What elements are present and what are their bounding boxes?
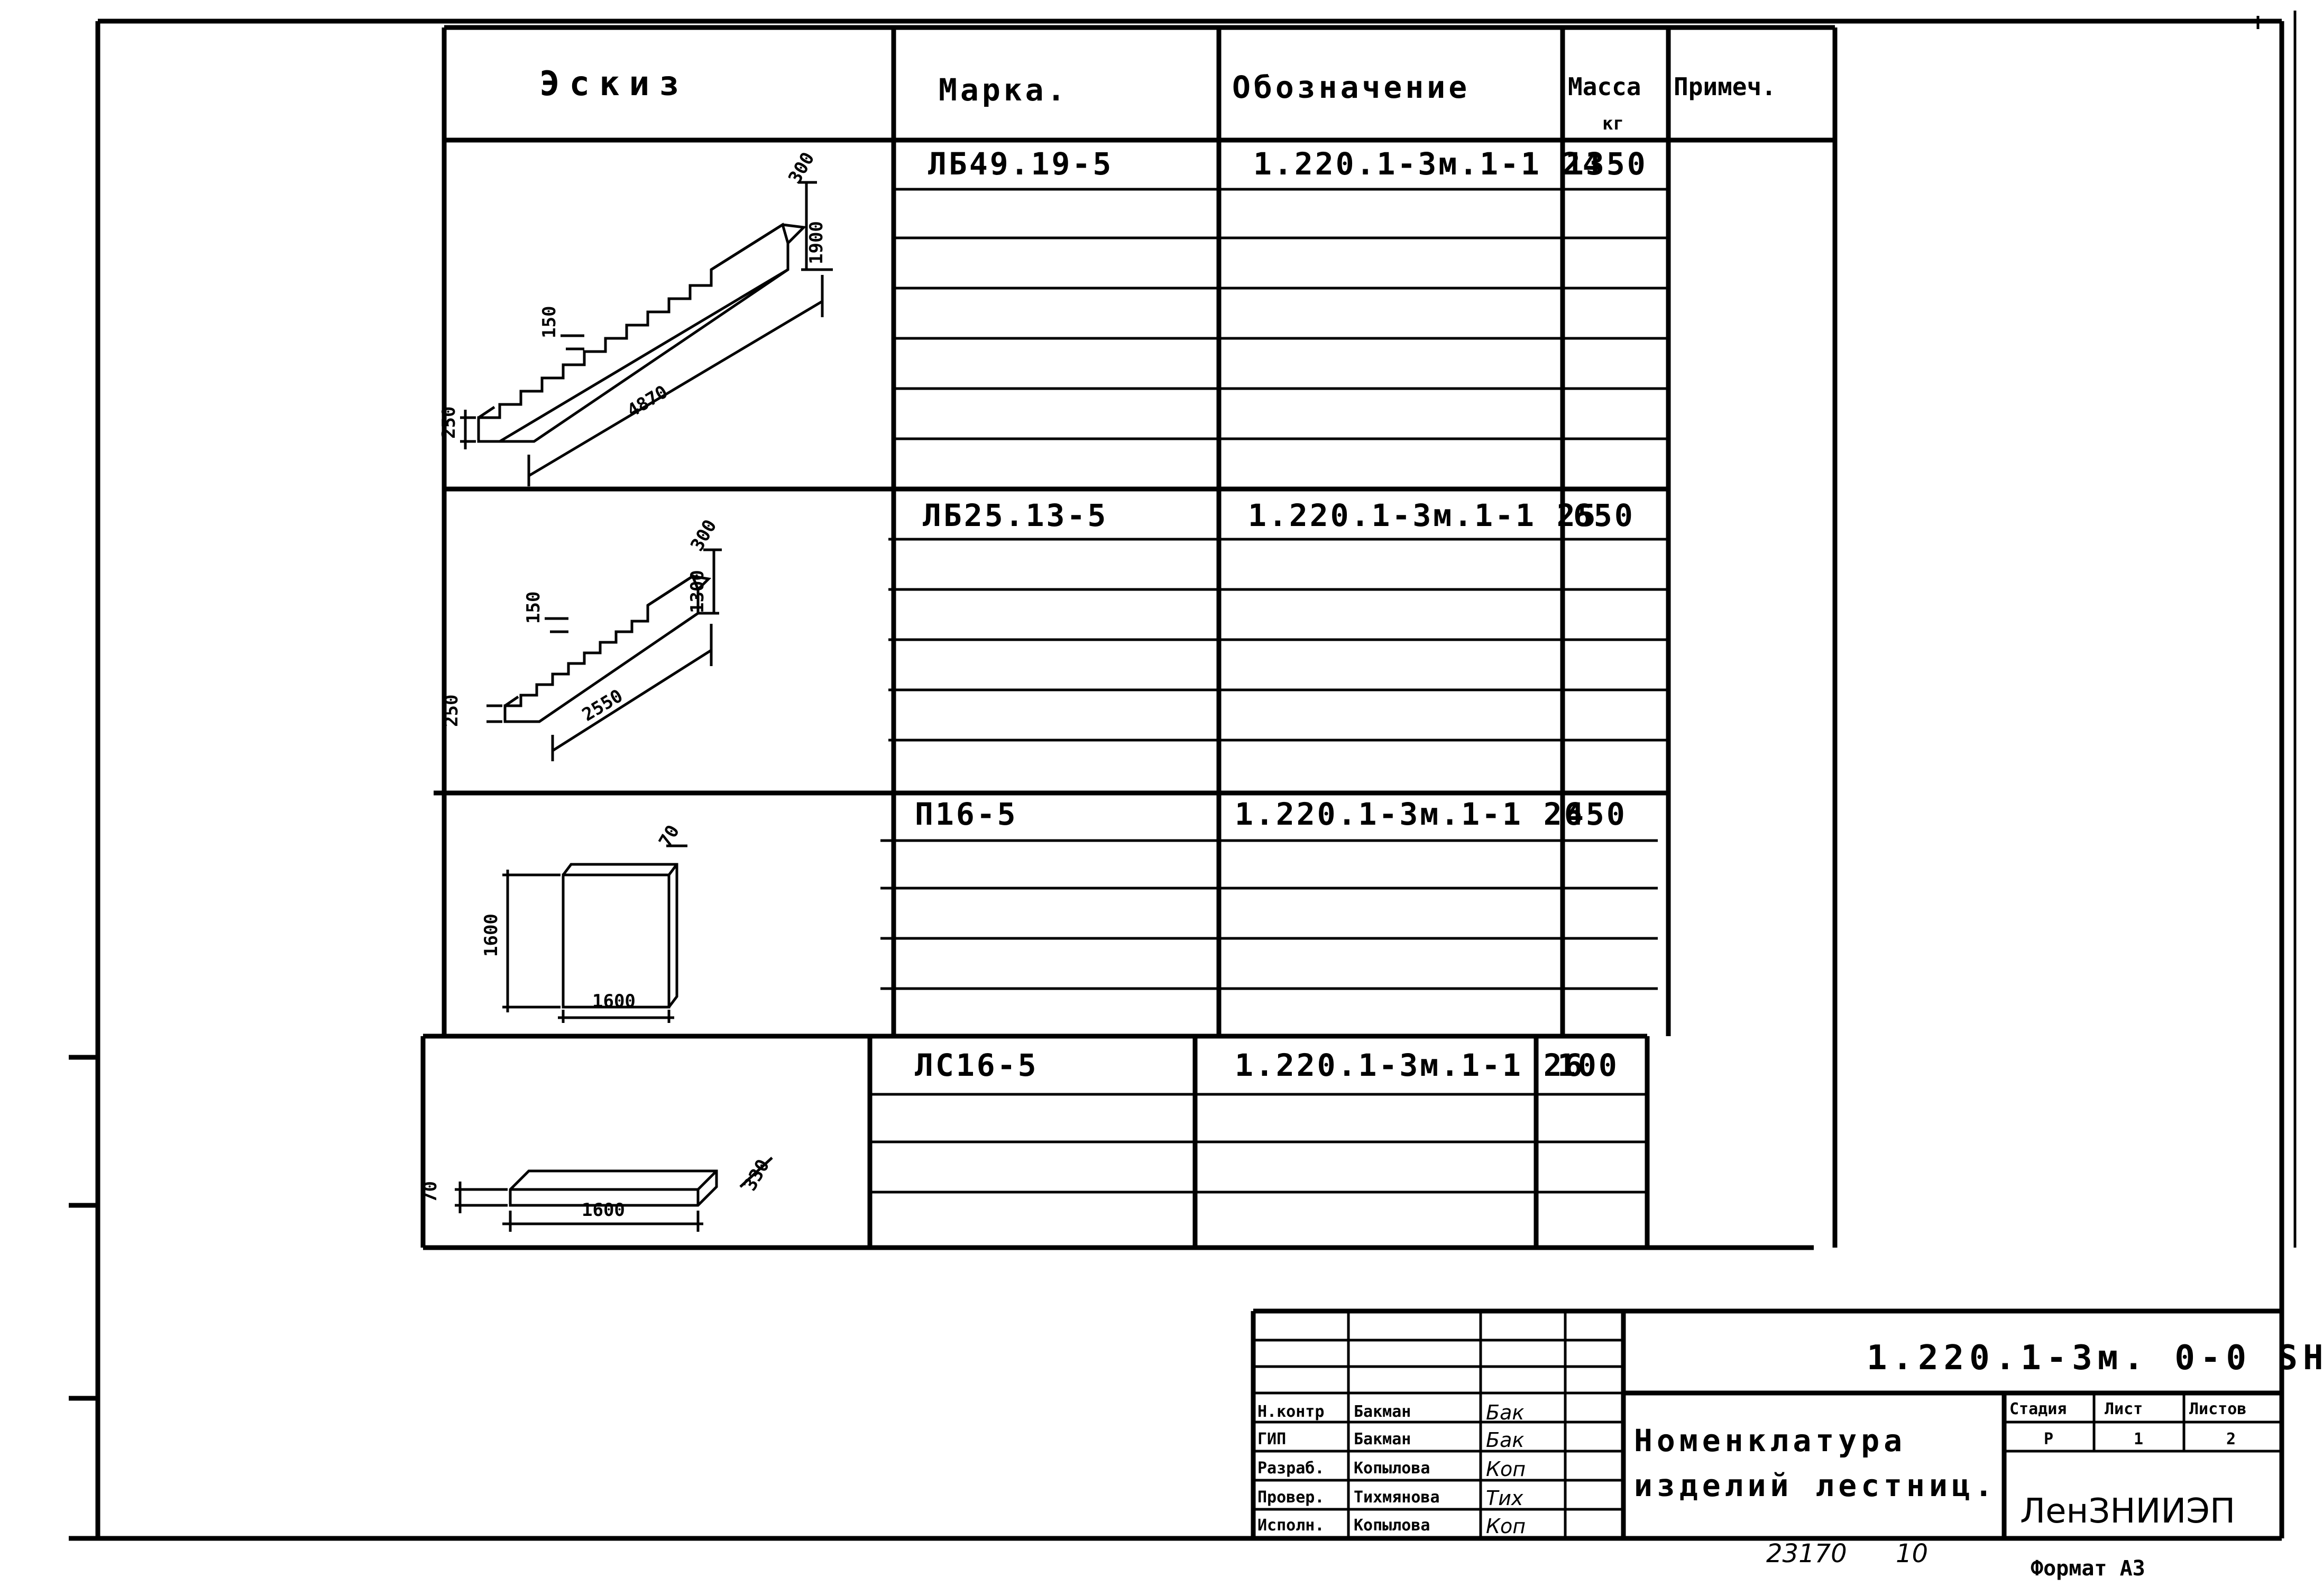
dim-step-height: 150 — [523, 592, 544, 624]
table-header: Эскиз Марка. Обозначение Масса кг Примеч… — [539, 64, 1776, 134]
nomenclature-table-grid — [420, 25, 1838, 1250]
table-row: ЛБ25.13-5 1.220.1-3м.1-1 25 650 — [923, 497, 1635, 533]
dim-base: 250 — [441, 695, 462, 727]
row1-designation: 1.220.1-3м.1-1 24 — [1253, 146, 1603, 182]
header-mass-unit: кг — [1602, 113, 1624, 134]
staff-role: Исполн. — [1257, 1516, 1324, 1535]
dim-height: 1300 — [687, 570, 708, 613]
dim-height: 1600 — [481, 914, 502, 957]
dim-thickness: 70 — [420, 1181, 441, 1203]
row4-mark: ЛС16-5 — [915, 1047, 1039, 1083]
title-block: 1.220.1-3м. 0-0 SНН Номенклатура изделий… — [1251, 1308, 2323, 1538]
row3-designation: 1.220.1-3м.1-1 26 — [1235, 796, 1585, 832]
table-row: ЛС16-5 1.220.1-3м.1-1 26 100 — [915, 1047, 1619, 1083]
row2-designation: 1.220.1-3м.1-1 25 — [1248, 497, 1598, 533]
sheet-frame — [69, 11, 2297, 1541]
sheets-header: Листов — [2189, 1400, 2246, 1418]
row3-mass: 450 — [1565, 796, 1627, 832]
dim-width: 1600 — [592, 991, 636, 1012]
staff-name: Тихмянова — [1354, 1488, 1440, 1507]
header-note: Примеч. — [1674, 72, 1776, 101]
table-row: П16-5 1.220.1-3м.1-1 26 450 — [915, 796, 1627, 832]
stage-header: Стадия — [2009, 1400, 2067, 1418]
staff-role: ГИП — [1257, 1430, 1286, 1449]
paper-format: Формат А3 — [2031, 1556, 2145, 1581]
dim-length: 4870 — [623, 381, 672, 421]
row4-designation: 1.220.1-3м.1-1 26 — [1235, 1047, 1585, 1083]
stage-value: Р — [2044, 1430, 2053, 1449]
staff-signature: Бак — [1486, 1428, 1524, 1452]
landing-slab-sketch: 70 1600 1600 — [481, 822, 687, 1023]
sheet-value: 1 — [2134, 1430, 2143, 1449]
stair-flight-sketch-1: 150 1900 300 4870 250 — [438, 149, 833, 486]
header-mass: Масса — [1568, 72, 1641, 101]
inventory-number: 23170 — [1766, 1539, 1847, 1569]
sheets-value: 2 — [2226, 1430, 2236, 1449]
dim-step-height: 150 — [539, 306, 560, 338]
staff-name: Копылова — [1354, 1459, 1430, 1478]
row3-mark: П16-5 — [915, 796, 1018, 832]
staff-role: Н.контр — [1257, 1403, 1324, 1421]
table-row: ЛБ49.19-5 1.220.1-3м.1-1 24 1350 — [928, 146, 1648, 182]
staff-role: Разраб. — [1257, 1459, 1324, 1478]
drawing-title-line2: изделий лестниц. — [1634, 1468, 1997, 1503]
staff-role: Провер. — [1257, 1488, 1324, 1507]
staff-name: Копылова — [1354, 1516, 1430, 1535]
footer: 23170 10 Формат А3 — [1766, 1539, 2145, 1581]
staff-signature: Тих — [1486, 1487, 1523, 1510]
staff-signature: Коп — [1486, 1457, 1526, 1481]
dim-base: 250 — [438, 407, 460, 439]
header-sketch: Эскиз — [539, 64, 689, 104]
dim-height: 1900 — [806, 221, 827, 264]
inventory-page: 10 — [1896, 1539, 1928, 1569]
staff-name: Бакман — [1354, 1430, 1411, 1449]
stair-flight-sketch-2: 150 1300 300 2550 250 — [441, 516, 722, 761]
row1-mark: ЛБ49.19-5 — [928, 146, 1113, 182]
row2-mass: 650 — [1573, 497, 1635, 533]
row1-mass: 1350 — [1565, 146, 1648, 182]
drawing-code: 1.220.1-3м. 0-0 SНН — [1867, 1339, 2323, 1378]
staff-signature: Бак — [1486, 1401, 1524, 1424]
step-slab-sketch: 70 1600 330 — [420, 1156, 774, 1232]
row4-mass: 100 — [1557, 1047, 1619, 1083]
sheet-header: Лист — [2105, 1400, 2143, 1418]
dim-length: 1600 — [582, 1200, 625, 1221]
header-designation: Обозначение — [1232, 69, 1470, 105]
header-mark: Марка. — [939, 72, 1069, 108]
organization: ЛенЗНИИЭП — [2020, 1492, 2235, 1531]
staff-signature: Коп — [1486, 1515, 1526, 1538]
staff-name: Бакман — [1354, 1403, 1411, 1421]
drawing-title-line1: Номенклатура — [1634, 1423, 1906, 1459]
row2-mark: ЛБ25.13-5 — [923, 497, 1108, 533]
